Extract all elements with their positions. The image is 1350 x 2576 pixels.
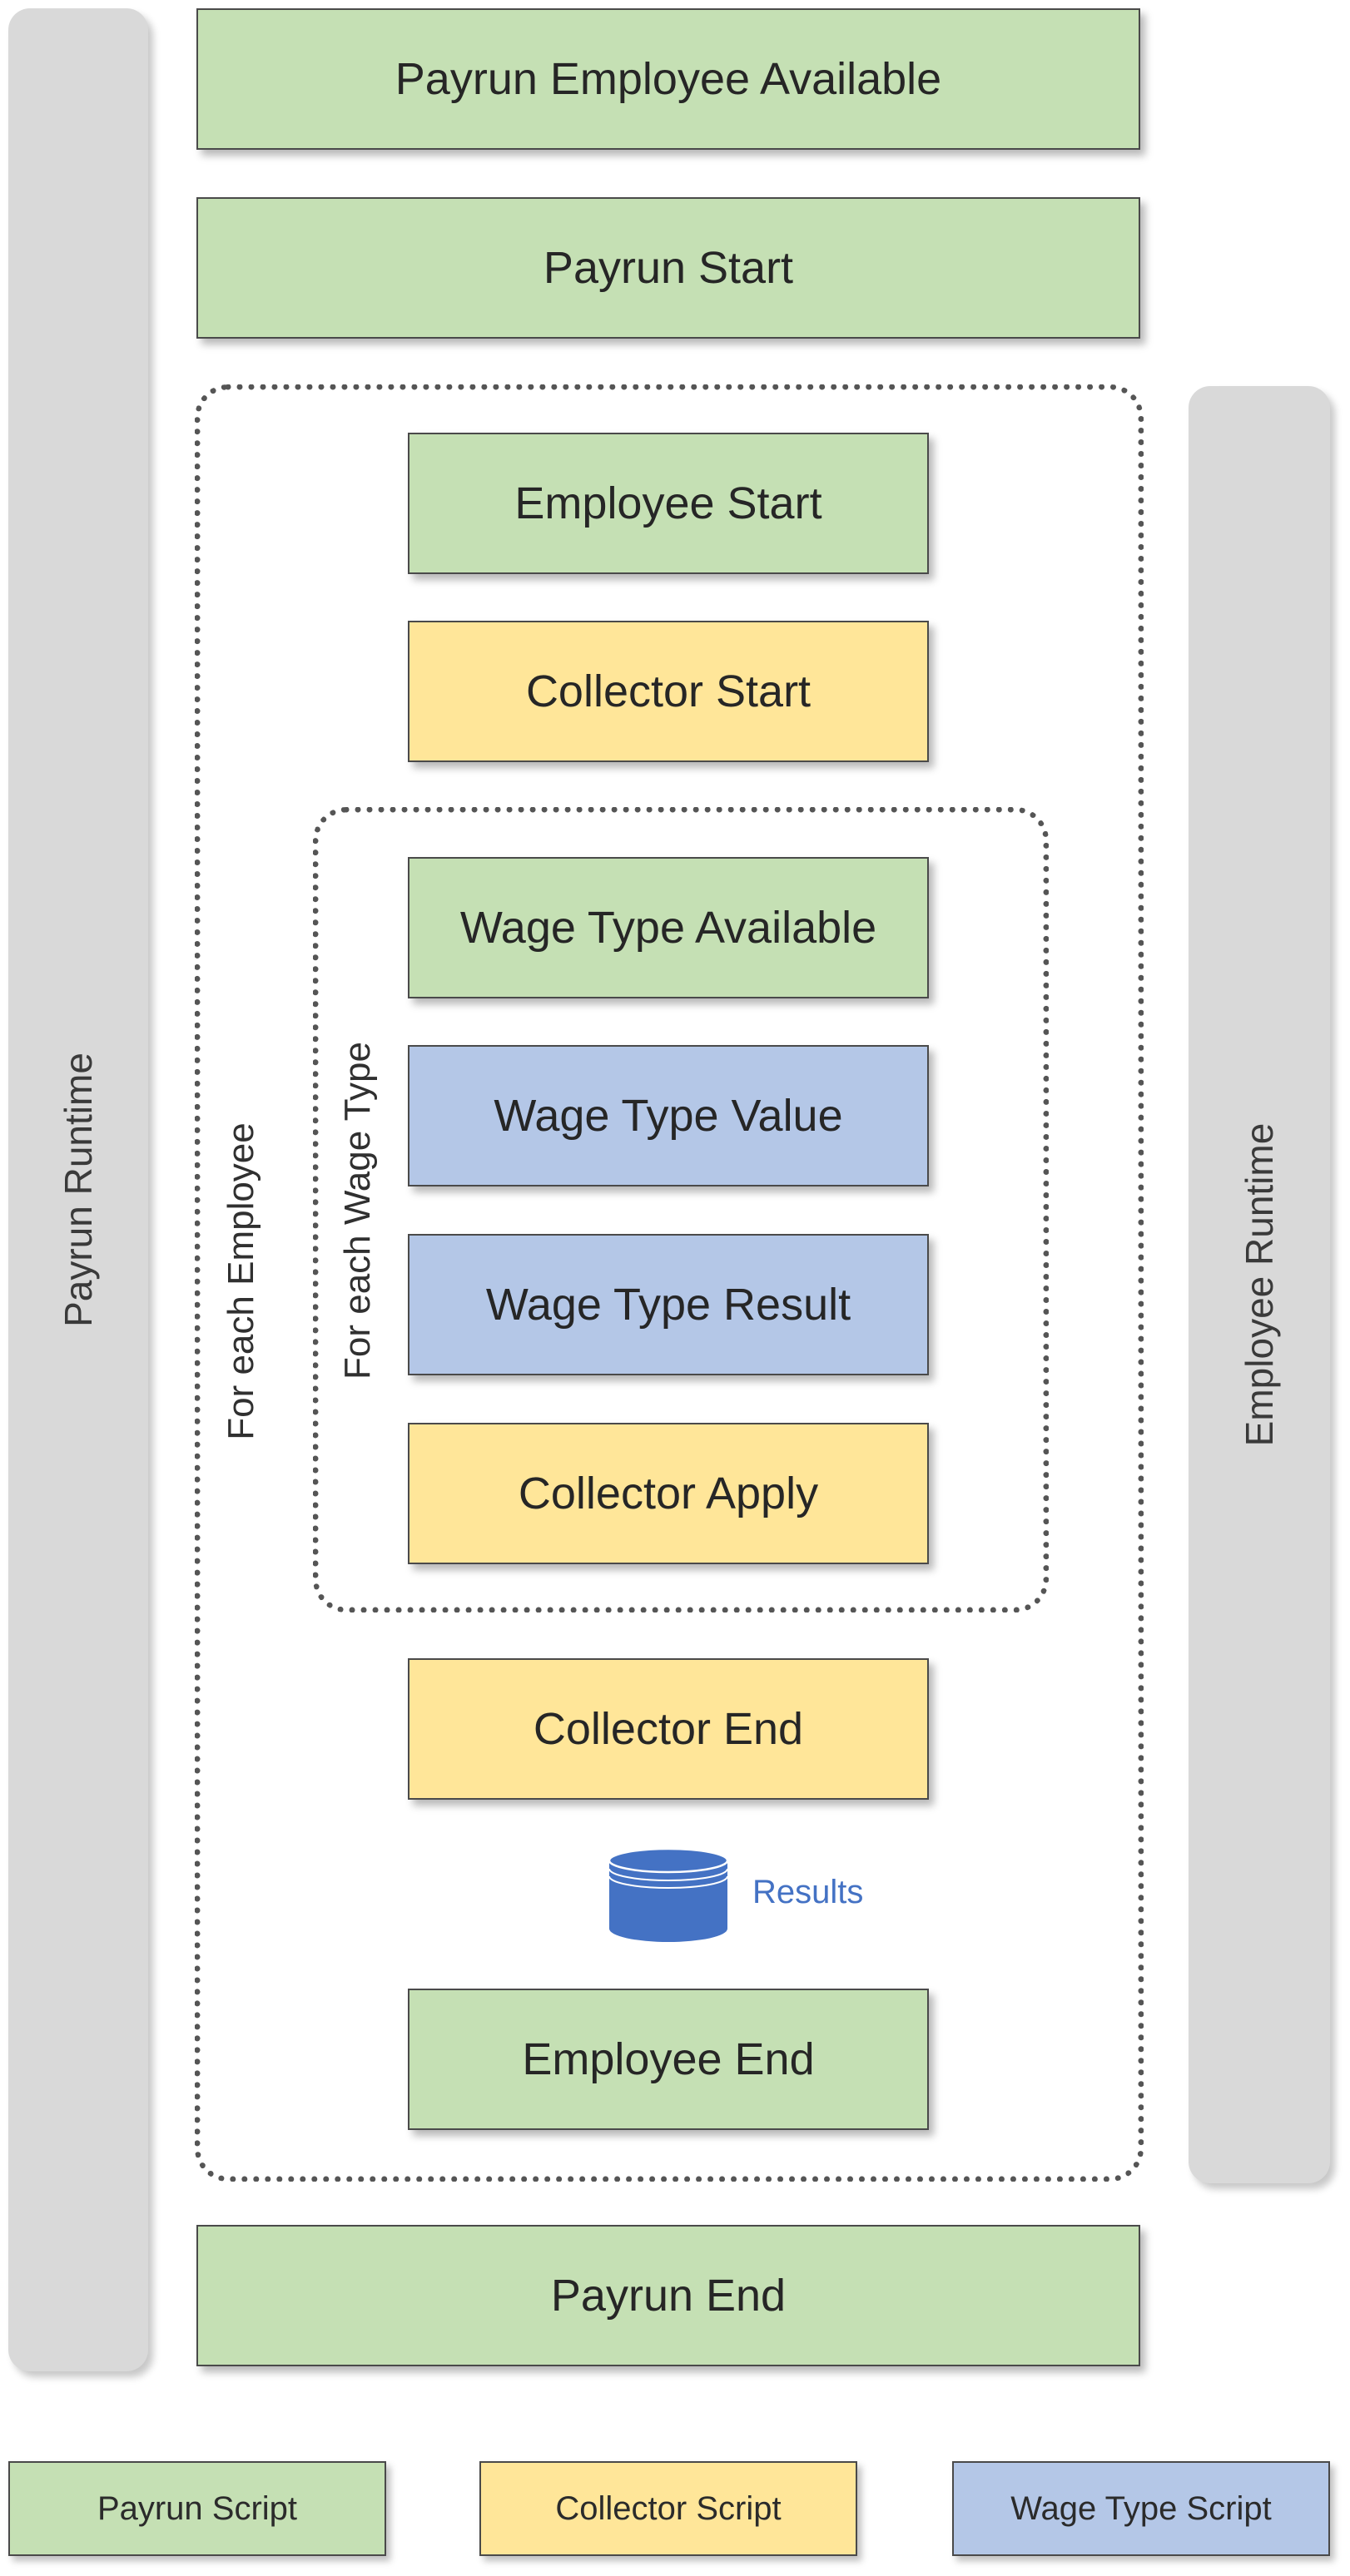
collector-start-step: Collector Start [408,621,929,762]
employee-start-step: Employee Start [408,433,929,574]
payrun-start-step: Payrun Start [196,197,1140,339]
legend-payrun-script: Payrun Script [8,2461,386,2556]
wage-type-value-step: Wage Type Value [408,1045,929,1186]
collector-apply-step: Collector Apply [408,1423,929,1564]
wage-type-result-step: Wage Type Result [408,1234,929,1375]
legend-collector-script: Collector Script [479,2461,857,2556]
employee-loop-frame [195,384,1144,2182]
employee-end-step: Employee End [408,1989,929,2130]
payrun-employee-available-step: Payrun Employee Available [196,8,1140,150]
employee-loop-label: For each Employee [221,1122,261,1440]
wage-type-loop-label: For each Wage Type [337,1042,378,1380]
wage-type-loop-frame [313,807,1049,1612]
employee-runtime-bar: Employee Runtime [1189,386,1330,2183]
results-database-icon [608,1847,729,1942]
collector-end-step: Collector End [408,1658,929,1800]
legend-wage-type-script: Wage Type Script [952,2461,1330,2556]
payrun-runtime-bar: Payrun Runtime [8,8,148,2371]
payrun-end-step: Payrun End [196,2225,1140,2366]
wage-type-available-step: Wage Type Available [408,857,929,998]
payrun-runtime-label: Payrun Runtime [57,1053,100,1327]
employee-runtime-label: Employee Runtime [1238,1122,1281,1447]
results-label: Results [752,1874,864,1910]
